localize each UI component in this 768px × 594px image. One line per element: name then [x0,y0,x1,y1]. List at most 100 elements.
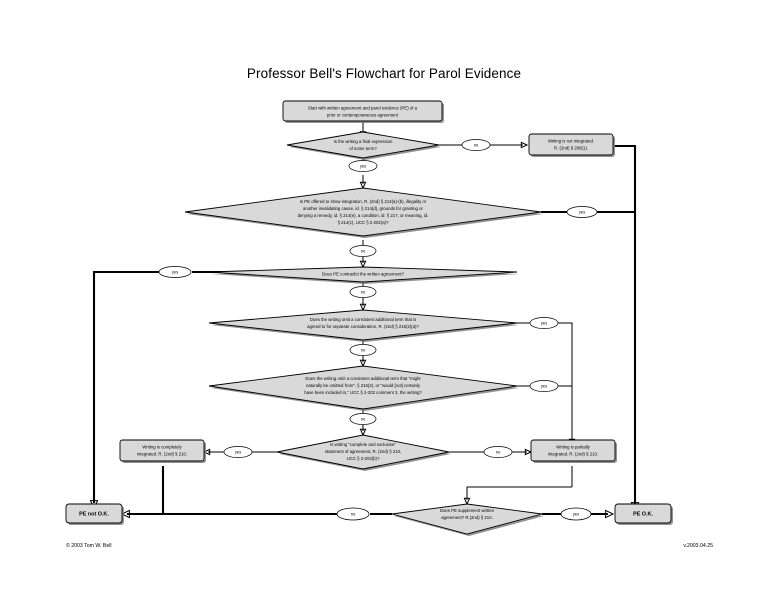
arrowhead-complete-no [524,448,533,456]
edge-label-contradict-yes: yes [158,266,192,278]
completely-integrated-line2: integrated. R. (2nd) § 210. [137,452,187,457]
arrowhead-pe-offered-no [359,260,367,269]
start-box [282,100,443,122]
label-text: no [361,290,366,295]
start-line2: prior or contemporaneous agreement [327,113,399,118]
partially-integrated-line2: integrated. R. (2nd) § 210. [548,452,598,457]
edge-label-pe-offered-no: no [349,245,377,257]
edge-label-contradict-no: no [349,286,377,298]
q-complete-diamond [276,434,450,470]
node-pe-ok[interactable]: PE O.K. [614,503,673,525]
label-text: yes [360,164,366,169]
node-pe-not-ok[interactable]: PE not O.K. [65,503,124,525]
q-sep-cons-diamond [208,309,518,341]
node-not-integrated[interactable]: Writing is not integrated. R. (2nd) § 20… [528,133,615,157]
label-ellipse [349,344,377,356]
edge-label-complete-exclusive-no: no [483,446,513,458]
arrowhead-sep-cons-no [359,359,367,368]
edge-contradict-yes-left [92,270,159,503]
edge-label-separate-consideration-no: no [349,344,377,356]
q-supplement-line1: Does PE supplement written [440,508,495,513]
edge-layer [89,122,640,519]
not-integrated-line1: Writing is not integrated. [548,139,594,144]
edge-label-complete-exclusive-yes: yes [223,446,253,458]
edge-sep-cons-yes-right [558,322,573,441]
label-text: yes [541,321,547,326]
arrowhead-supplement-yes [605,509,615,519]
copyright-notice: © 2003 Tom W. Bell [66,543,112,549]
arrowhead-nat-omit-no [359,428,367,437]
q-nat-omit-line1: Does the writing omit a consistent addit… [305,376,421,381]
label-ellipse [349,245,377,257]
label-ellipse [566,206,598,218]
label-text: yes [172,270,178,275]
arrowhead-contradict-no [359,303,367,312]
label-ellipse [483,446,513,458]
edge-label-final-expression-yes: yes [348,160,378,172]
q-final-line2: of some term? [349,146,377,151]
edge-label-supplement-yes: yes [560,507,592,521]
label-ellipse [348,160,378,172]
label-ellipse [461,139,491,151]
label-text: yes [235,450,241,455]
label-ellipse [336,507,370,521]
arrowhead-final-yes [359,181,367,190]
label-text: yes [579,210,585,215]
q-final-diamond [286,131,440,159]
arrowhead-partially-to-supplement [463,497,471,506]
q-complete-line2: statement of agreement, R. (2nd) § 210, [325,449,401,454]
label-ellipse [349,286,377,298]
label-text: yes [541,384,547,389]
edge-label-pe-offered-yes: yes [566,206,598,218]
label-text: no [361,348,366,353]
edge-label-naturally-omitted-no: no [349,413,377,425]
node-q-naturally-omitted[interactable]: Does the writing omit a consistent addit… [208,365,519,411]
node-completely-integrated[interactable]: Writing is completely integrated. R. (2n… [119,439,206,463]
label-text: no [496,450,501,455]
node-q-separate-consideration[interactable]: Does the writing omit a consistent addit… [208,309,519,342]
pe-not-ok-label: PE not O.K. [79,511,109,517]
q-contradict-line1: Does PE contradict the written agreement… [322,272,405,277]
edge-label-supplement-no: no [336,507,370,521]
node-start[interactable]: Start with written agreement and parol e… [282,100,444,123]
start-line1: Start with written agreement and parol e… [308,106,418,111]
q-nat-omit-line3: have been included in," UCC § 2-202 comm… [304,390,422,395]
label-ellipse [529,317,559,329]
q-supplement-diamond [391,503,543,535]
node-q-final-expression[interactable]: Is the writing a final expression of som… [286,131,441,160]
not-integrated-line2: R. (2nd) § 209(1). [554,146,588,151]
label-ellipse [158,266,192,278]
node-q-contradict[interactable]: Does PE contradict the written agreement… [208,266,519,284]
arrowhead-final-no [520,141,529,149]
completely-integrated-box [119,439,205,462]
arrowhead-complete-yes [202,448,211,456]
q-pe-offered-line4: § 214(c), UCC § 2-202(a)? [338,220,389,225]
edge-not-integrated-to-pe-ok [614,144,637,505]
node-q-pe-offered[interactable]: Is PE offered to show integration, R. (2… [184,187,543,238]
q-sep-cons-line1: Does the writing omit a consistent addit… [310,317,416,322]
label-text: no [474,143,479,148]
completely-integrated-line1: Writing is completely [142,445,182,450]
label-ellipse [560,507,592,521]
label-text: no [361,249,366,254]
q-pe-offered-line1: Is PE offered to show integration, R. (2… [300,199,427,204]
node-q-supplement[interactable]: Does PE supplement written agreement? R.… [391,503,544,536]
q-pe-offered-diamond [184,187,542,237]
edge-partially-to-supplement [466,486,572,500]
node-q-complete-exclusive[interactable]: Is writing "complete and exclusive" stat… [276,434,451,471]
edge-completely-integrated-to-pe-not-ok [127,466,165,516]
node-partially-integrated[interactable]: Writing is partially integrated. R. (2nd… [530,439,617,463]
q-nat-omit-line2: naturally be omitted from", § 216(2), or… [306,383,421,388]
q-nat-omit-diamond [208,365,518,410]
q-complete-line1: Is writing "complete and exclusive" [330,442,396,447]
partially-integrated-box [530,439,616,462]
q-supplement-line2: agreement? R.(2nd) § 210. [441,515,493,520]
edge-label-separate-consideration-yes: yes [529,317,559,329]
q-pe-offered-line2: another invalidating cause, id. § 214(d)… [303,206,423,211]
pe-ok-box [614,503,672,524]
label-ellipse [529,380,559,392]
pe-ok-label: PE O.K. [633,511,653,517]
edge-label-final-expression-no: no [461,139,491,151]
